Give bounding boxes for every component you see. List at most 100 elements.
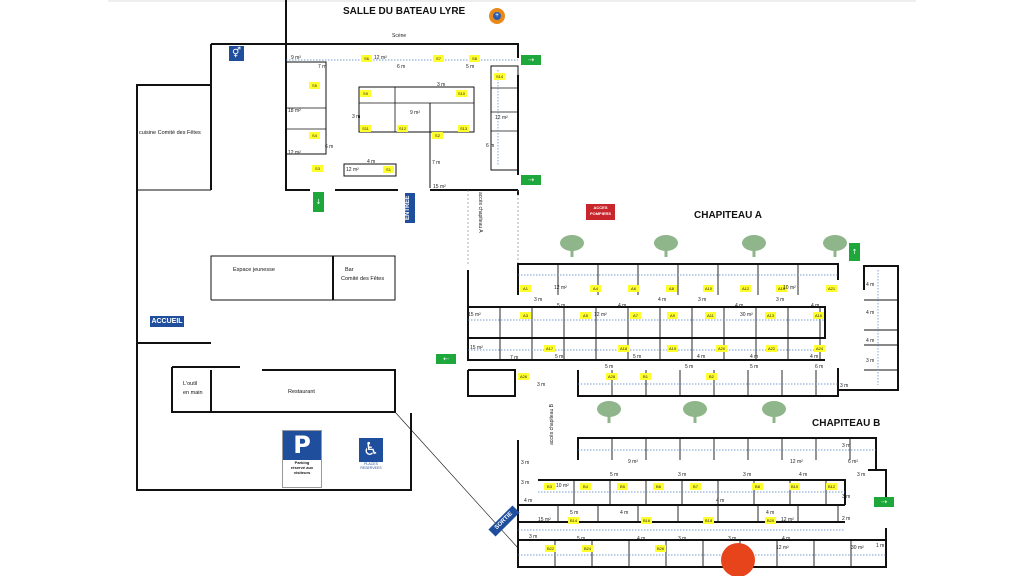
stand-b18: B18 <box>703 517 714 524</box>
stand-a15: A15 <box>776 285 787 292</box>
measure-label: 5 m <box>577 536 586 542</box>
measure-label: 4 m <box>811 303 820 309</box>
stand-b20: B20 <box>765 517 776 524</box>
parking-icon: P <box>283 431 321 460</box>
stand-a20: A20 <box>716 345 727 352</box>
measure-label: 12 m² <box>776 545 789 551</box>
measure-label: 12 m² <box>495 115 508 121</box>
measure-label: 4 m <box>735 303 744 309</box>
stand-a1: A1 <box>520 285 531 292</box>
espace-jeunesse-label: Espace jeunesse <box>233 267 275 273</box>
measure-label: 9 m² <box>410 110 420 116</box>
first-aid-icon: + <box>489 8 505 24</box>
stand-a13: A13 <box>765 312 776 319</box>
measure-label: 3 m <box>352 114 361 120</box>
measure-label: 5 m <box>570 510 579 516</box>
measure-label: 4 m <box>716 498 725 504</box>
outil-sublabel: en main <box>183 390 203 396</box>
tree-icon <box>653 234 679 258</box>
scene-label: Scène <box>392 33 407 39</box>
measure-label: 3 m <box>842 494 851 500</box>
stand-b1: B1 <box>640 373 651 380</box>
stand-b4: B4 <box>580 483 591 490</box>
measure-label: 5 m <box>557 303 566 309</box>
measure-label: 3 m <box>866 358 875 364</box>
chapiteau-b-title: CHAPITEAU B <box>812 418 881 429</box>
stand-a26: A26 <box>518 373 529 380</box>
stand-a7: A7 <box>630 312 641 319</box>
stand-s14: S14 <box>494 73 505 80</box>
stand-a12: A12 <box>740 285 751 292</box>
stand-b26: B26 <box>655 545 666 552</box>
measure-label: 4 m <box>620 510 629 516</box>
measure-label: 3 m <box>678 536 687 542</box>
measure-label: 30 m² <box>851 545 864 551</box>
measure-label: 3 m <box>842 443 851 449</box>
tree-icon <box>596 400 622 424</box>
stand-b12: B12 <box>826 483 837 490</box>
measure-label: 6 m <box>325 144 334 150</box>
stand-a11: A11 <box>705 312 716 319</box>
wheelchair-icon: ♿ <box>359 438 383 462</box>
measure-label: 10 m² <box>783 285 796 291</box>
measure-label: 12 m² <box>790 459 803 465</box>
measure-label: 5 m <box>610 472 619 478</box>
stand-b24: B24 <box>582 545 593 552</box>
stand-s3: S3 <box>312 165 323 172</box>
emergency-exit-icon: ↑ <box>849 243 860 261</box>
stand-s2: S2 <box>432 132 443 139</box>
stand-s4: S4 <box>309 132 320 139</box>
stand-a19: A19 <box>667 345 678 352</box>
location-marker-icon <box>721 543 755 576</box>
pompiers-line1: ACCES <box>593 205 608 210</box>
measure-label: 5 m <box>466 64 475 70</box>
measure-label: 4 m <box>866 310 875 316</box>
stand-b7: B7 <box>690 483 701 490</box>
measure-label: 12 m² <box>554 285 567 291</box>
stand-s10: S10 <box>456 90 467 97</box>
measure-label: 30 m² <box>740 312 753 318</box>
stand-a6: A6 <box>628 285 639 292</box>
measure-label: 4 m <box>618 303 627 309</box>
stand-b16: B16 <box>641 517 652 524</box>
stand-s9: S9 <box>360 90 371 97</box>
parking-sign: P Parking réservé aux visiteurs <box>282 430 322 488</box>
measure-label: 3 m <box>698 297 707 303</box>
measure-label: 5 m <box>633 354 642 360</box>
building-walls <box>108 0 916 549</box>
measure-label: 6 m <box>815 364 824 370</box>
measure-label: 7 m <box>510 355 519 361</box>
measure-label: 15 m² <box>433 184 446 190</box>
chapiteau-b-walls <box>517 437 887 568</box>
measure-label: 4 m <box>697 354 706 360</box>
stand-a18: A18 <box>618 345 629 352</box>
measure-label: 6 m <box>486 143 495 149</box>
measure-label: 9 m² <box>291 55 301 61</box>
stand-s12: S12 <box>397 125 408 132</box>
stand-a5: A5 <box>580 312 591 319</box>
measure-label: 4 m <box>658 297 667 303</box>
measure-label: 18 m² <box>288 108 301 114</box>
stand-s1: S1 <box>383 166 394 173</box>
measure-label: 4 m <box>810 354 819 360</box>
measure-label: 15 m² <box>468 312 481 318</box>
stand-a24: A24 <box>814 345 825 352</box>
stand-b2: B2 <box>706 373 717 380</box>
measure-label: 12 m² <box>781 517 794 523</box>
stand-a28: A28 <box>606 373 617 380</box>
pmr-line2: RESERVEES <box>360 466 382 470</box>
measure-label: 15 m² <box>470 345 483 351</box>
tree-icon <box>822 234 848 258</box>
stand-s7: S7 <box>433 55 444 62</box>
measure-label: 3 m <box>678 472 687 478</box>
emergency-exit-icon: ⇢ <box>874 497 894 507</box>
pmr-sign: ♿ PLACES RESERVEES <box>359 438 383 472</box>
chapiteau-a-title: CHAPITEAU A <box>694 210 762 221</box>
stand-s13: S13 <box>458 125 469 132</box>
pmr-line1: PLACES <box>364 462 378 466</box>
measure-label: 15 m² <box>538 517 551 523</box>
measure-label: 4 m <box>766 510 775 516</box>
measure-label: 6 m² <box>848 459 858 465</box>
stand-s5: S5 <box>309 82 320 89</box>
measure-label: 5 m <box>685 364 694 370</box>
